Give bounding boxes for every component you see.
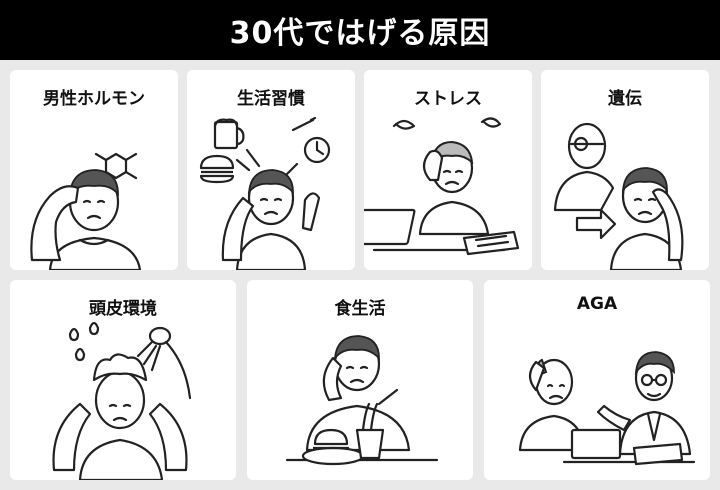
card-title: ストレス <box>414 89 482 109</box>
card-diet: 食生活 <box>247 280 473 480</box>
lifestyle-illustration <box>187 110 355 270</box>
card-heredity: 遺伝 <box>541 70 709 270</box>
card-title: AGA <box>576 294 618 314</box>
card-aga: AGA <box>484 280 710 480</box>
card-title: 生活習慣 <box>237 89 305 109</box>
card-stress: ストレス <box>364 70 532 270</box>
heredity-illustration <box>541 110 709 270</box>
card-title: 食生活 <box>334 299 386 319</box>
diet-illustration <box>247 320 473 480</box>
card-title: 遺伝 <box>608 89 642 109</box>
scalp-environment-illustration <box>10 320 236 480</box>
card-title: 男性ホルモン <box>43 89 145 109</box>
card-male-hormone: 男性ホルモン <box>10 70 178 270</box>
card-scalp-environment: 頭皮環境 <box>10 280 236 480</box>
stress-illustration <box>364 110 532 270</box>
aga-illustration <box>484 320 710 480</box>
page-title: 30代ではげる原因 <box>0 0 720 60</box>
male-hormone-illustration <box>10 110 178 270</box>
card-title: 頭皮環境 <box>89 299 157 319</box>
card-lifestyle: 生活習慣 <box>187 70 355 270</box>
